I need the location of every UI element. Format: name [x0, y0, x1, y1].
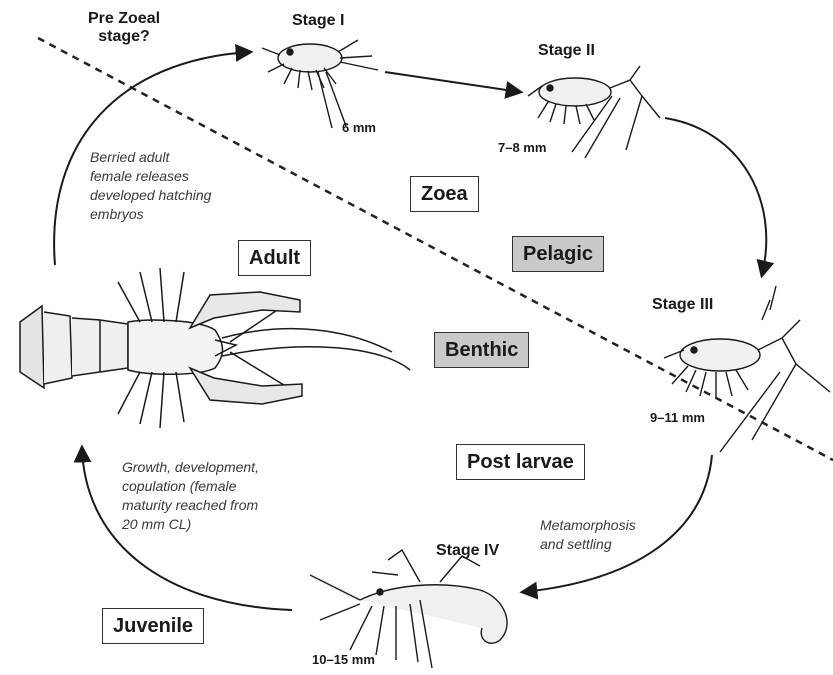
stage2-label: Stage II [538, 42, 595, 60]
stage2-larva-illustration [528, 66, 660, 158]
adult-box: Adult [238, 240, 311, 276]
pre-zoeal-stage-label: Pre Zoeal stage? [88, 10, 160, 46]
stage4-size: 10–15 mm [312, 652, 375, 667]
stage4-postlarva-illustration [310, 550, 507, 668]
juvenile-box: Juvenile [102, 608, 204, 644]
zoea-box: Zoea [410, 176, 479, 212]
adult-lobster-illustration [20, 268, 410, 428]
stage1-larva-illustration [262, 40, 378, 128]
metamorphosis-note: Metamorphosis and settling [540, 516, 636, 554]
growth-note: Growth, development, copulation (female … [122, 458, 259, 534]
stage4-label: Stage IV [436, 542, 499, 560]
arrow-stage1-to-stage2 [385, 72, 520, 92]
stage3-size: 9–11 mm [650, 410, 705, 425]
stage2-size: 7–8 mm [498, 140, 546, 155]
pelagic-benthic-divider [38, 38, 833, 460]
stage3-label: Stage III [652, 296, 713, 314]
pelagic-box: Pelagic [512, 236, 604, 272]
benthic-box: Benthic [434, 332, 529, 368]
stage1-size: 6 mm [342, 120, 376, 135]
stage1-label: Stage I [292, 12, 344, 30]
arrow-stage2-to-stage3 [665, 118, 766, 275]
release-note: Berried adult female releases developed … [90, 148, 211, 224]
post-larvae-box: Post larvae [456, 444, 585, 480]
